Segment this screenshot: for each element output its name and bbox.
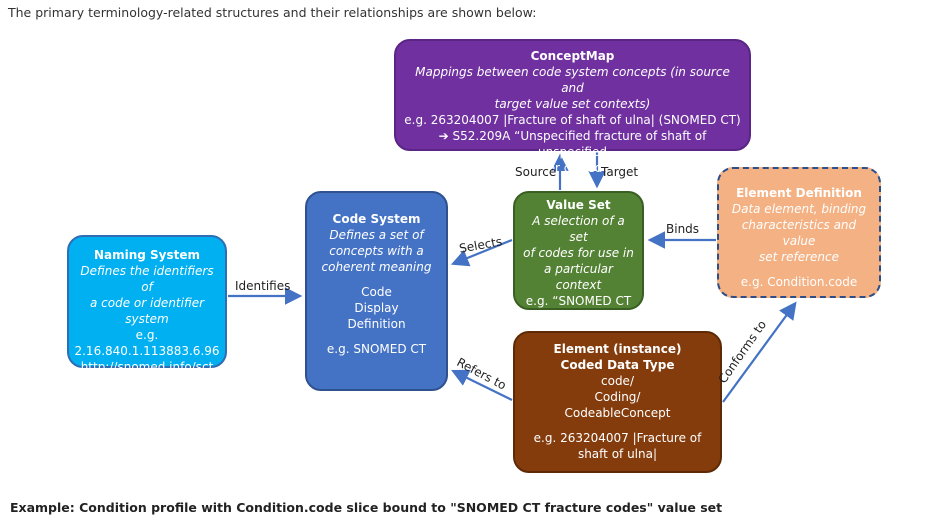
element-definition-desc-1: Data element, binding bbox=[731, 202, 867, 216]
element-definition-desc-2: characteristics and value bbox=[741, 218, 857, 248]
element-instance-example-2: shaft of ulna| bbox=[577, 447, 658, 461]
concept-map-desc-1: Mappings between code system concepts (i… bbox=[415, 65, 730, 95]
value-set-title: Value Set bbox=[546, 198, 611, 212]
concept-map-box: ConceptMap Mappings between code system … bbox=[394, 39, 751, 175]
naming-system-example-2: 2.16.840.1.113883.6.96 bbox=[74, 344, 220, 358]
naming-system-title: Naming System bbox=[93, 248, 201, 262]
selects-arrow bbox=[450, 238, 513, 267]
element-instance-item-coding: Coding/ bbox=[594, 390, 641, 404]
element-definition-example: e.g. Condition.code bbox=[740, 275, 858, 289]
element-definition-box: Element Definition Data element, binding… bbox=[717, 167, 881, 298]
conforms-to-arrow bbox=[722, 301, 797, 403]
code-system-item-definition: Definition bbox=[347, 317, 406, 331]
target-label: Target bbox=[601, 165, 639, 179]
element-definition-desc-3: set reference bbox=[759, 250, 839, 264]
refers-to-arrow bbox=[451, 369, 513, 401]
naming-system-desc-2: a code or identifier bbox=[89, 296, 205, 310]
code-system-box: Code System Defines a set of concepts wi… bbox=[305, 191, 448, 391]
element-definition-title: Element Definition bbox=[736, 186, 862, 200]
code-system-desc-2: concepts with a bbox=[329, 244, 424, 258]
concept-map-desc-2: target value set contexts) bbox=[494, 97, 651, 111]
binds-label: Binds bbox=[666, 222, 700, 236]
intro-text: The primary terminology-related structur… bbox=[8, 5, 537, 20]
naming-system-example-3: http://snomed.info/sct bbox=[80, 360, 214, 374]
footer-example-caption: Example: Condition profile with Conditio… bbox=[10, 500, 723, 515]
code-system-title: Code System bbox=[332, 212, 421, 226]
value-set-desc-1: A selection of a set bbox=[532, 214, 625, 244]
value-set-desc-3: a particular context bbox=[544, 262, 613, 292]
code-system-desc-3: coherent meaning bbox=[321, 260, 432, 274]
source-label: Source bbox=[515, 165, 557, 179]
coded-data-type-title: Coded Data Type bbox=[560, 358, 675, 372]
naming-system-box: Naming System Defines the identifiers of… bbox=[67, 235, 227, 374]
value-set-example-1: e.g. “SNOMED CT bbox=[525, 294, 632, 308]
element-instance-example-1: e.g. 263204007 |Fracture of bbox=[533, 431, 702, 445]
code-system-item-code: Code bbox=[361, 285, 392, 299]
naming-system-example-1: e.g. bbox=[135, 328, 159, 342]
element-instance-title: Element (instance) bbox=[553, 342, 682, 356]
concept-map-title: ConceptMap bbox=[530, 49, 615, 63]
naming-system-desc-3: system bbox=[125, 312, 169, 326]
value-set-desc-2: of codes for use in bbox=[523, 246, 634, 260]
element-instance-item-code: code/ bbox=[601, 374, 634, 388]
code-system-desc-1: Defines a set of bbox=[329, 228, 424, 242]
concept-map-example-3: ulna, initial encounter for closed fract… bbox=[408, 161, 737, 175]
concept-map-example-2: ➔ S52.209A “Unspecified fracture of shaf… bbox=[438, 129, 707, 159]
code-system-example: e.g. SNOMED CT bbox=[326, 342, 427, 356]
concept-map-example-1: e.g. 263204007 |Fracture of shaft of uln… bbox=[404, 113, 741, 127]
element-instance-box: Element (instance) Coded Data Type code/… bbox=[513, 331, 722, 473]
value-set-box: Value Set A selection of a set of codes … bbox=[513, 191, 644, 324]
value-set-example-2: fracture codes” bbox=[532, 310, 625, 324]
element-instance-item-codeableconcept: CodeableConcept bbox=[564, 406, 671, 420]
naming-system-desc-1: Defines the identifiers of bbox=[80, 264, 214, 294]
code-system-item-display: Display bbox=[354, 301, 399, 315]
identifies-label: Identifies bbox=[235, 279, 291, 293]
